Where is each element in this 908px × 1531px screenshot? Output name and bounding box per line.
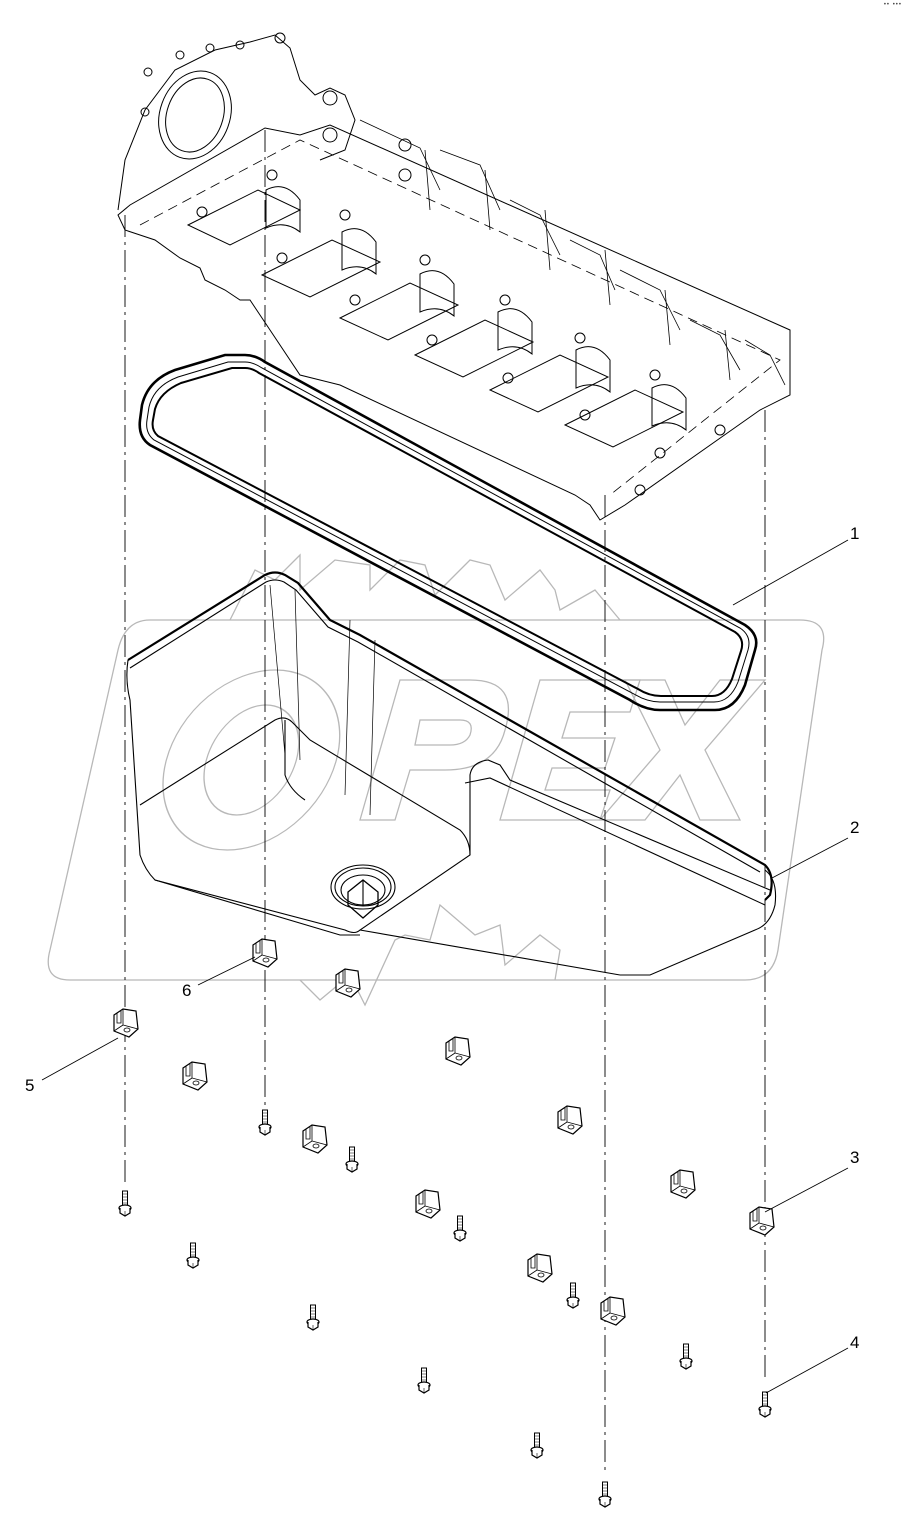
spacer-block [557, 1105, 583, 1135]
timing-housing [117, 34, 356, 211]
callout-6-bracket[interactable]: 6 [182, 981, 192, 1000]
leader-line-1 [732, 539, 849, 606]
flange-bolt [186, 1242, 200, 1269]
watermark-letter-x [598, 679, 767, 821]
flange-bolt [530, 1432, 544, 1459]
watermark-letter-o [162, 669, 341, 851]
leader-line-4 [765, 1347, 849, 1394]
opex-watermark [47, 553, 825, 1007]
spacer-block [445, 1036, 471, 1066]
spacer-block [527, 1253, 553, 1283]
flange-bolt [453, 1215, 467, 1242]
spacer-block [670, 1169, 696, 1199]
flange-bolt [345, 1146, 359, 1173]
callout-1-gasket[interactable]: 1 [850, 524, 860, 543]
flange-bolts [118, 1109, 772, 1508]
callout-5-bracket[interactable]: 5 [25, 1076, 35, 1095]
leader-lines [41, 539, 849, 1394]
corner-reference-mark: •• ••• [883, 2, 902, 8]
flange-bolt [118, 1190, 132, 1217]
spacer-block [182, 1061, 208, 1091]
flange-bolt [258, 1109, 272, 1136]
spacer-block [113, 1008, 139, 1038]
spacer-block [302, 1124, 328, 1154]
flange-bolt [758, 1391, 772, 1418]
oil-pan [126, 571, 777, 976]
watermark-letter-e [499, 679, 641, 821]
watermark-letter-p [359, 679, 510, 821]
spacer-block [600, 1296, 626, 1326]
leader-line-3 [764, 1167, 849, 1213]
leader-line-5 [41, 1037, 119, 1081]
spacer-block [335, 968, 361, 998]
deck-bolt-holes [196, 169, 726, 496]
watermark-gear-top [229, 553, 621, 621]
leader-line-6 [197, 956, 256, 986]
flange-bolt [679, 1343, 693, 1370]
flange-bolt [598, 1481, 612, 1508]
spacer-block [749, 1206, 775, 1236]
flange-bolt [566, 1282, 580, 1309]
drain-plug [330, 864, 396, 919]
engine-block [117, 32, 791, 521]
block-deck-outline [117, 124, 791, 521]
callout-4-bolt[interactable]: 4 [850, 1333, 860, 1352]
callout-3-spacer[interactable]: 3 [850, 1148, 860, 1167]
spacer-blocks [113, 938, 775, 1326]
rear-seal-bore [158, 70, 232, 160]
watermark-frame [47, 619, 825, 981]
spacer-block [415, 1189, 441, 1219]
oil-pan-gasket [138, 353, 758, 712]
callout-2-oil-pan[interactable]: 2 [850, 818, 860, 837]
main-bearing-bays [186, 186, 687, 448]
leader-line-2 [771, 837, 849, 879]
flange-bolt [417, 1367, 431, 1394]
flange-bolt [306, 1304, 320, 1331]
spacer-block [252, 938, 278, 968]
